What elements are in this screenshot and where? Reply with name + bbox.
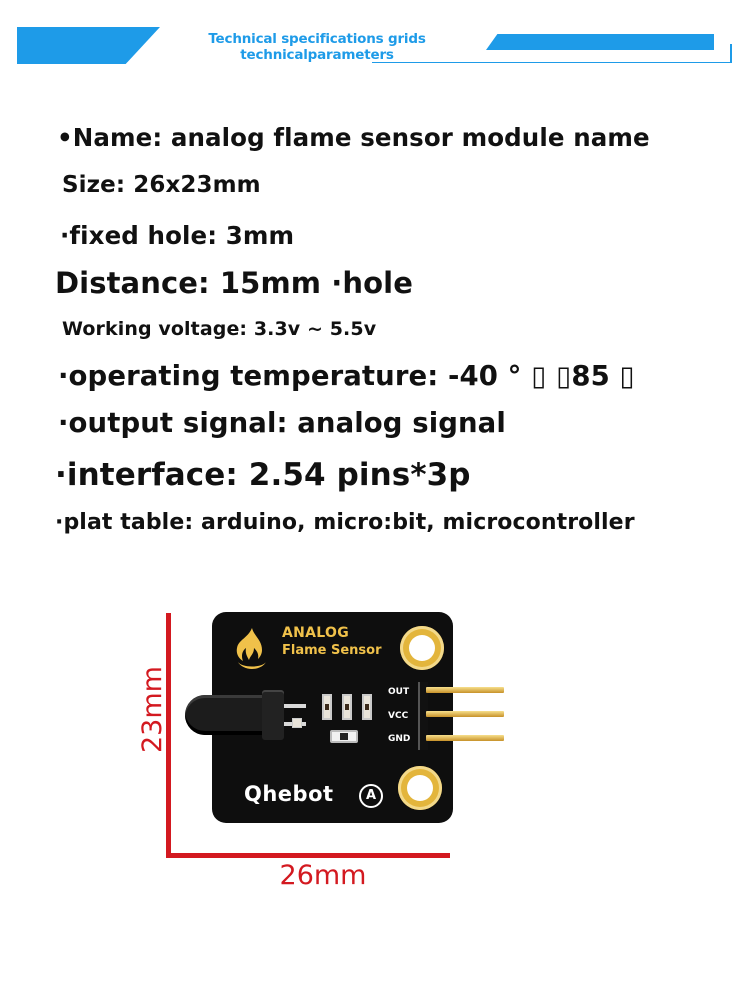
header-banner-line [372,44,732,63]
header-title: Technical specifications grids technical… [192,31,442,63]
header-pin [426,711,504,717]
smd-resistor [362,694,372,720]
header-title-line2: technicalparameters [240,47,394,63]
smd-component [292,718,302,728]
board-title-line2: Flame Sensor [282,643,382,658]
header-banner-right [486,34,714,50]
spec-name: •Name: analog flame sensor module name [57,123,650,152]
pin-label-out: OUT [388,687,410,697]
header-title-line1: Technical specifications grids [208,31,426,47]
width-dimension-label: 26mm [279,860,367,891]
spec-interface: ·interface: 2.54 pins*3p [55,457,471,493]
spec-platform: ·plat table: arduino, micro:bit, microco… [55,510,635,535]
smd-resistor [322,694,332,720]
spec-size: Size: 26x23mm [62,172,261,198]
pin-header-block [418,682,428,750]
header-banner-left [17,27,160,64]
spec-output-signal: ·output signal: analog signal [58,407,506,439]
width-dimension-line [166,853,450,858]
mounting-hole-top [400,626,444,670]
pin-label-vcc: VCC [388,711,409,721]
status-led [330,730,358,743]
spec-working-voltage: Working voltage: 3.3v ~ 5.5v [62,318,377,340]
ir-receiver-collar [262,690,284,740]
spec-fixed-hole: ·fixed hole: 3mm [60,221,295,250]
height-dimension-label: 23mm [137,666,168,753]
flame-icon [236,628,266,669]
pin-label-gnd: GND [388,734,411,744]
mounting-hole-bottom [398,766,442,810]
analog-badge-icon: A [359,784,383,808]
ir-receiver-body [185,695,269,735]
header-pin [426,687,504,693]
spec-operating-temperature: ·operating temperature: -40 ° ▯ ▯85 ▯ [58,360,635,392]
height-dimension-line [166,613,171,858]
smd-resistor [342,694,352,720]
spec-hole-distance: Distance: 15mm ·hole [55,266,413,300]
header-pin [426,735,504,741]
ir-receiver-leg [284,704,306,708]
brand-logo: Qhebot [244,782,334,806]
board-title-line1: ANALOG [282,625,350,641]
sensor-board: ANALOG Flame Sensor OUT VCC GND Qhebot A [185,612,504,823]
